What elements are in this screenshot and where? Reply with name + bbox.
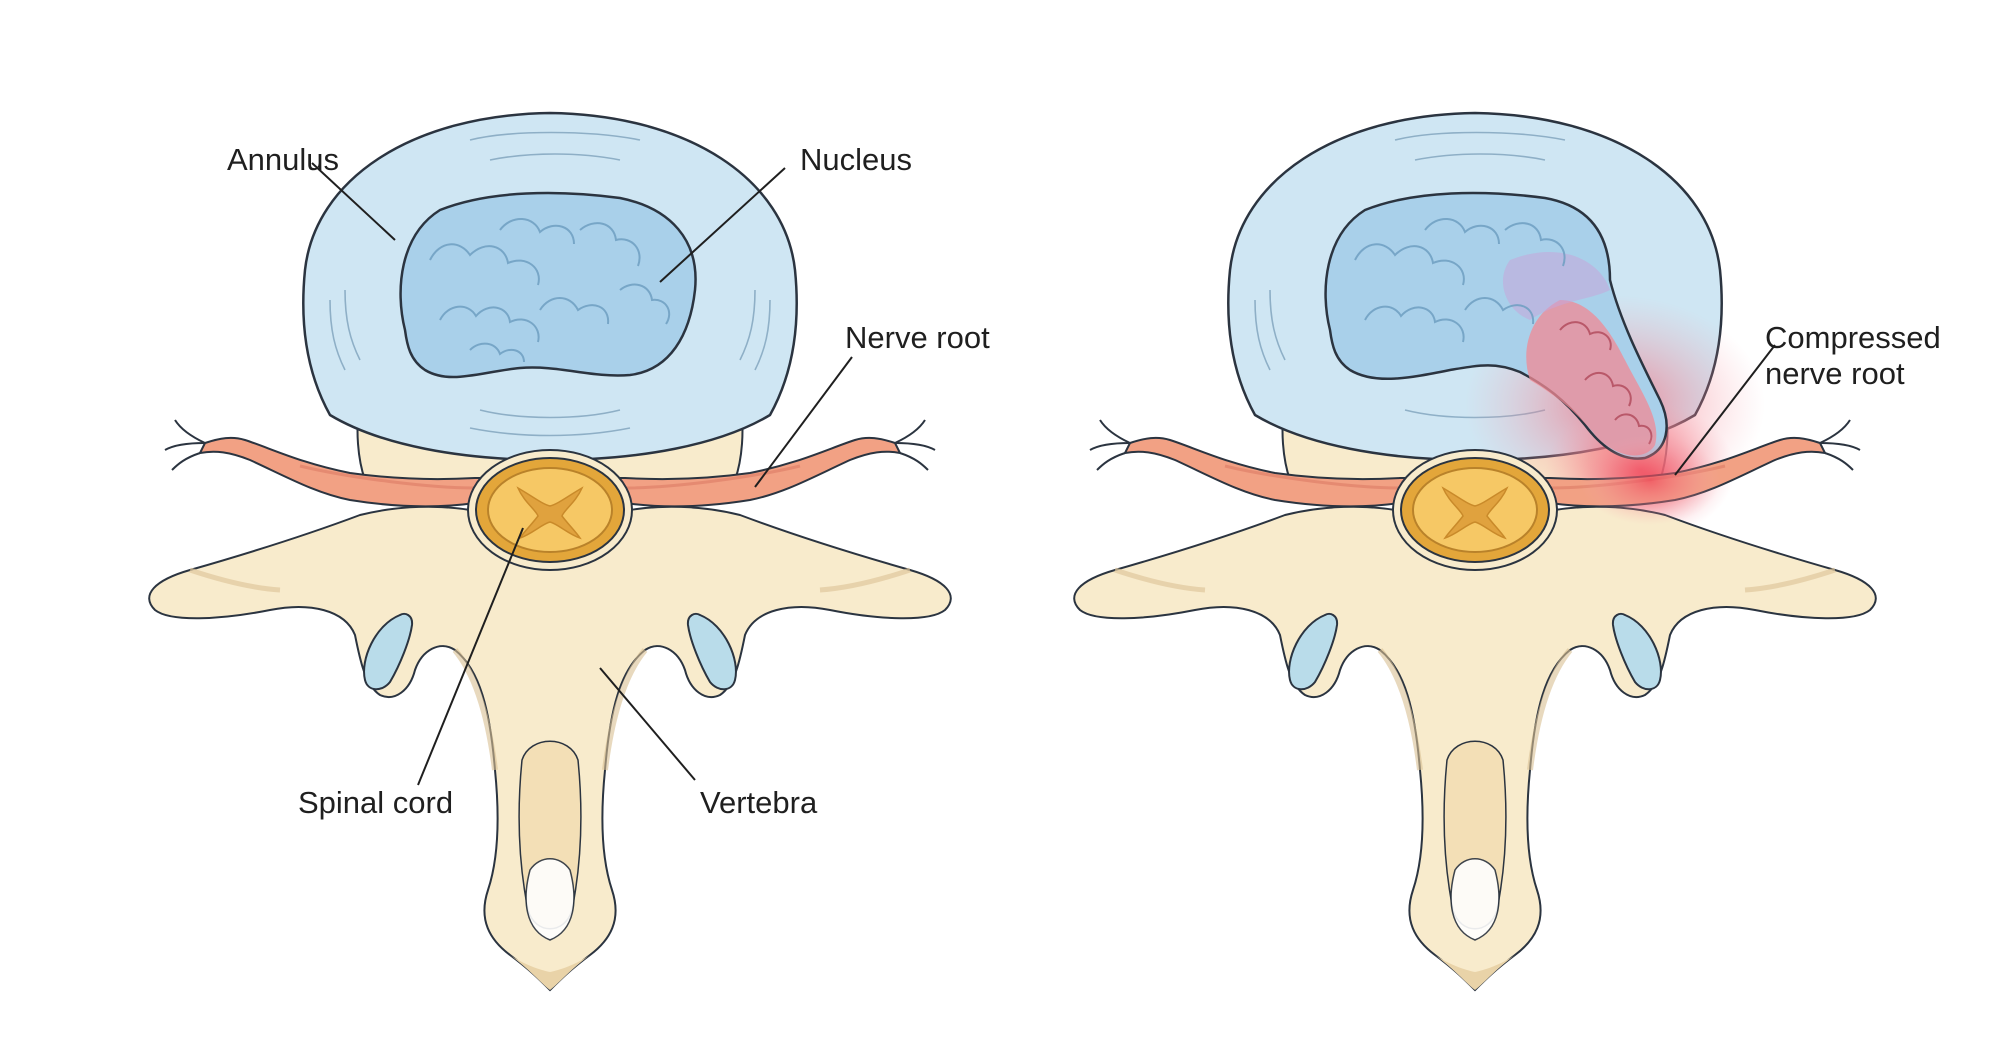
compressed-label-line1: Compressed [1765, 320, 1941, 355]
vertebra-shape [149, 507, 951, 990]
nucleus-texture [429, 218, 671, 363]
vertebra-leader [599, 667, 696, 781]
nerve-root-label: Nerve root [845, 320, 990, 355]
nucleus-texture-right [1354, 218, 1566, 343]
spinal-cord-shape [467, 449, 633, 571]
compression-glow [1580, 435, 1720, 525]
spinal-cord-label: Spinal cord [298, 785, 453, 820]
nerve-root-leader [754, 356, 853, 488]
vertebra-label: Vertebra [700, 785, 818, 820]
right-panel-herniated-disc: Compressed nerve root [1074, 111, 1941, 990]
herniation-red-overlay [1526, 300, 1657, 456]
annulus-label: Annulus [227, 142, 339, 177]
nucleus-leader [659, 167, 786, 283]
leader-lines [311, 162, 853, 786]
annulus-leader [311, 162, 396, 241]
nucleus-label: Nucleus [800, 142, 912, 177]
nucleus-shape [399, 191, 697, 379]
spinal-cord-leader [417, 527, 524, 786]
compressed-label-line2: nerve root [1765, 356, 1905, 391]
compressed-nerve-leader [1674, 344, 1776, 476]
spinal-cord-shape-right [1392, 449, 1558, 571]
left-panel-normal-disc: Annulus Nucleus Nerve root Spinal cord V… [149, 111, 990, 990]
vertebra-shape-right [1074, 507, 1876, 990]
purple-tint-overlay [1502, 251, 1610, 320]
annulus-rings [329, 131, 771, 437]
